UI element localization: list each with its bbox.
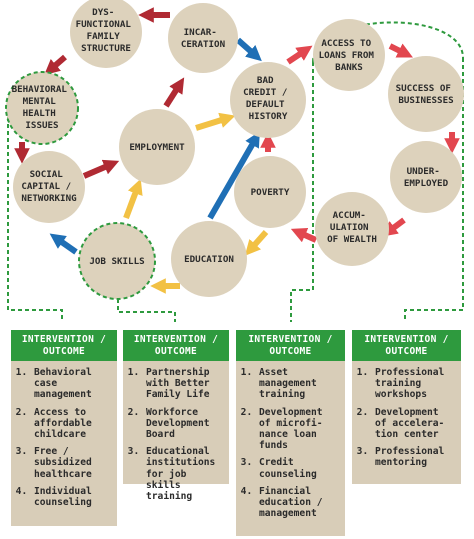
node-label: DYS- FUNCTIONAL FAMILY STRUCTURE [76, 7, 137, 54]
list-item: Workforce Development Board [145, 407, 223, 441]
panel-header-line: OUTCOME [154, 346, 198, 357]
node-circle [5, 71, 79, 145]
intervention-panel-3: INTERVENTION / OUTCOME Asset management … [236, 330, 345, 536]
node-employment: EMPLOYMENT [119, 109, 195, 185]
node-dysfunctional: DYS- FUNCTIONAL FAMILY STRUCTURE [70, 0, 142, 68]
arrow-employment-to-badcredit [195, 112, 236, 131]
arrow-underemployed-to-accumulation [381, 217, 406, 237]
connector-panel-3 [290, 62, 314, 322]
intervention-list: Partnership with Better Family Life Work… [123, 361, 229, 512]
node-label: SOCIAL CAPITAL / NETWORKING [21, 169, 77, 204]
list-item: Development of accelera- tion center [374, 407, 455, 441]
node-circle [313, 19, 385, 91]
arrow-accumulation-to-poverty [290, 228, 318, 243]
panel-header-line: INTERVENTION / [133, 334, 219, 345]
node-circle [78, 222, 156, 300]
node-circle [390, 141, 462, 213]
list-item: Access to affordable childcare [33, 407, 111, 441]
arrow-dysfunctional-to-behavioral [44, 54, 67, 76]
node-label: UNDER- EMPLOYED [404, 166, 449, 189]
list-item: Asset management training [258, 367, 339, 401]
list-item: Individual counseling [33, 486, 111, 508]
list-item: Behavioral case management [33, 367, 111, 401]
panel-header: INTERVENTION / OUTCOME [123, 330, 229, 361]
intervention-panel-2: INTERVENTION / OUTCOME Partnership with … [123, 330, 229, 502]
panel-header-line: INTERVENTION / [364, 334, 449, 345]
panel-header: INTERVENTION / OUTCOME [236, 330, 345, 361]
list-item: Partnership with Better Family Life [145, 367, 223, 401]
arrow-education-to-badcredit [207, 131, 260, 220]
connector-panel-1 [7, 103, 63, 322]
node-circle [315, 192, 389, 266]
node-circle [70, 0, 142, 68]
node-incarceration: INCAR- CERATION [168, 3, 238, 73]
node-label: ACCUM- ULATION OF WEALTH [327, 210, 377, 245]
node-label: ACCESS TO LOANS FROM BANKS [319, 38, 380, 73]
arrow-access-to-success [388, 43, 413, 58]
node-circle [171, 221, 247, 297]
intervention-connectors [7, 21, 464, 322]
node-circle [230, 62, 306, 138]
node-circle [119, 109, 195, 185]
node-job-skills: JOB SKILLS [78, 222, 156, 300]
node-label: INCAR- CERATION [181, 27, 225, 50]
node-label: BEHAVIORAL MENTAL HEALTH ISSUES [12, 84, 73, 131]
outline-top [312, 21, 464, 63]
node-education: EDUCATION [171, 221, 247, 297]
panel-header: INTERVENTION / OUTCOME [352, 330, 461, 361]
intervention-list: Professional training workshops Developm… [352, 361, 461, 479]
list-item: Financial education / management [258, 486, 339, 520]
intervention-panel-1: INTERVENTION / OUTCOME Behavioral case m… [11, 330, 117, 526]
list-item: Educational institutions for job skills … [145, 446, 223, 502]
node-label: POVERTY [251, 187, 290, 198]
node-access-loans: ACCESS TO LOANS FROM BANKS [313, 19, 385, 91]
list-item: Credit counseling [258, 457, 339, 479]
panel-header-line: INTERVENTION / [248, 334, 333, 345]
list-item: Free / subsidized healthcare [33, 446, 111, 480]
node-circle [13, 151, 85, 223]
node-social-capital: SOCIAL CAPITAL / NETWORKING [13, 151, 85, 223]
list-item: Development of microfi- nance loan funds [258, 407, 339, 452]
panel-header: INTERVENTION / OUTCOME [11, 330, 117, 361]
arrow-employment-to-incarceration [163, 77, 185, 108]
node-circle [234, 156, 306, 228]
panel-header-line: OUTCOME [269, 346, 312, 357]
node-behavioral: BEHAVIORAL MENTAL HEALTH ISSUES [5, 71, 79, 145]
arrow-jobskills-to-social [49, 233, 78, 255]
connector-panel-4 [404, 58, 464, 322]
node-bad-credit: BAD CREDIT / DEFAULT HISTORY [230, 62, 306, 138]
panel-header-line: INTERVENTION / [21, 334, 107, 345]
list-item: Professional training workshops [374, 367, 455, 401]
node-label: EDUCATION [184, 254, 234, 265]
arrow-badcredit-to-access [286, 45, 313, 65]
node-label: EMPLOYMENT [129, 142, 185, 153]
panel-header-line: OUTCOME [42, 346, 86, 357]
node-circle [388, 56, 464, 132]
node-label: SUCCESS OF BUSINESSES [396, 83, 457, 106]
arrow-incarceration-to-badcredit [236, 37, 262, 62]
intervention-panel-4: INTERVENTION / OUTCOME Professional trai… [352, 330, 461, 484]
node-circle [168, 3, 238, 73]
connector-panel-2 [117, 292, 176, 322]
panel-header-line: OUTCOME [385, 346, 428, 357]
node-poverty: POVERTY [234, 156, 306, 228]
arrow-jobskills-to-employment [123, 178, 143, 220]
arrow-poverty-to-education [244, 230, 269, 256]
node-underemployed: UNDER- EMPLOYED [390, 141, 462, 213]
arrow-social-to-employment [82, 159, 120, 179]
node-success: SUCCESS OF BUSINESSES [388, 56, 464, 132]
list-item: Professional mentoring [374, 446, 455, 468]
node-label: BAD CREDIT / DEFAULT HISTORY [243, 75, 293, 122]
intervention-list: Asset management training Development of… [236, 361, 345, 529]
intervention-list: Behavioral case management Access to aff… [11, 361, 117, 518]
arrows [14, 7, 460, 294]
node-label: JOB SKILLS [89, 256, 144, 267]
node-accumulation: ACCUM- ULATION OF WEALTH [315, 192, 389, 266]
